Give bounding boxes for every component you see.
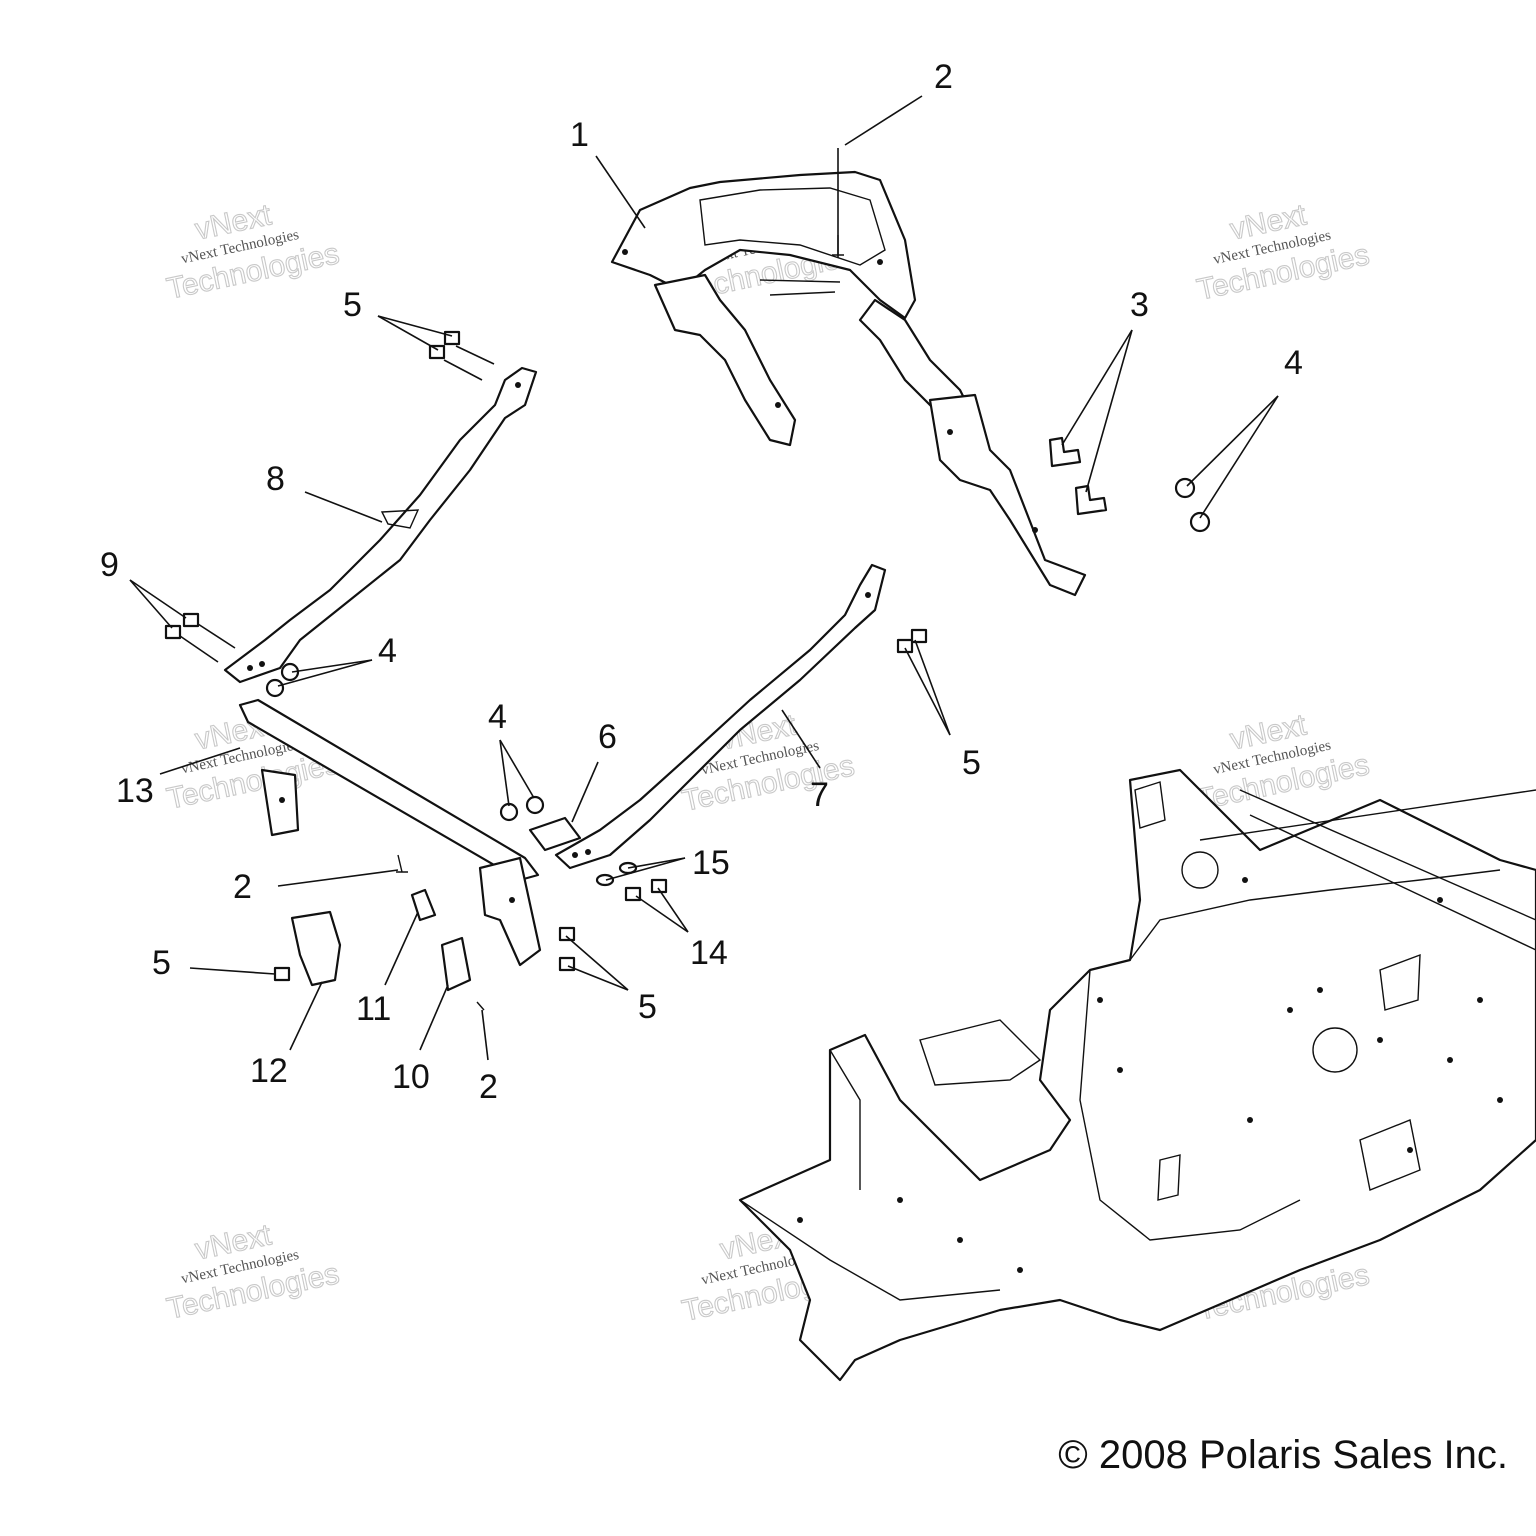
hardware-parts — [164, 235, 1211, 1011]
callout-5: 5 — [638, 988, 657, 1026]
part-13-cross-bar — [238, 698, 542, 967]
watermark-group: vNext vNext Technologies Technologies — [1194, 708, 1373, 818]
callout-4: 4 — [378, 632, 397, 670]
callout-13: 13 — [116, 772, 154, 810]
callout-14: 14 — [690, 934, 728, 972]
callout-8: 8 — [266, 460, 285, 498]
part-8-tie-tube — [223, 366, 538, 684]
callout-2: 2 — [479, 1068, 498, 1106]
callout-11: 11 — [356, 990, 391, 1028]
callout-6: 6 — [598, 718, 617, 756]
callout-2: 2 — [233, 868, 252, 906]
callout-4: 4 — [1284, 344, 1303, 382]
callout-labels: 1 2 2 2 3 4 4 4 5 5 5 5 6 7 8 9 10 11 12… — [100, 58, 1303, 1106]
callout-1: 1 — [570, 116, 589, 154]
callout-15: 15 — [692, 844, 730, 882]
part-7-tie-tube — [554, 563, 887, 870]
callout-2: 2 — [934, 58, 953, 96]
watermark-group: vNext vNext Technologies Technologies — [1194, 198, 1373, 308]
callout-5: 5 — [962, 744, 981, 782]
callout-12: 12 — [250, 1052, 288, 1090]
callout-3: 3 — [1130, 286, 1149, 324]
watermark-group: vNext vNext Technologies Technologies — [163, 198, 342, 307]
chassis-assembly — [738, 768, 1536, 1382]
leader-lines — [129, 95, 1279, 1061]
callout-10: 10 — [392, 1058, 430, 1096]
copyright-notice: © 2008 Polaris Sales Inc. — [1058, 1433, 1508, 1477]
watermark-group: vNext vNext Technologies Technologies — [163, 1218, 342, 1327]
callout-5: 5 — [343, 286, 362, 324]
part-1-upper-hoop — [610, 170, 1087, 597]
callout-9: 9 — [100, 546, 119, 584]
callout-5: 5 — [152, 944, 171, 982]
callout-4: 4 — [488, 698, 507, 736]
callout-7: 7 — [810, 776, 829, 814]
